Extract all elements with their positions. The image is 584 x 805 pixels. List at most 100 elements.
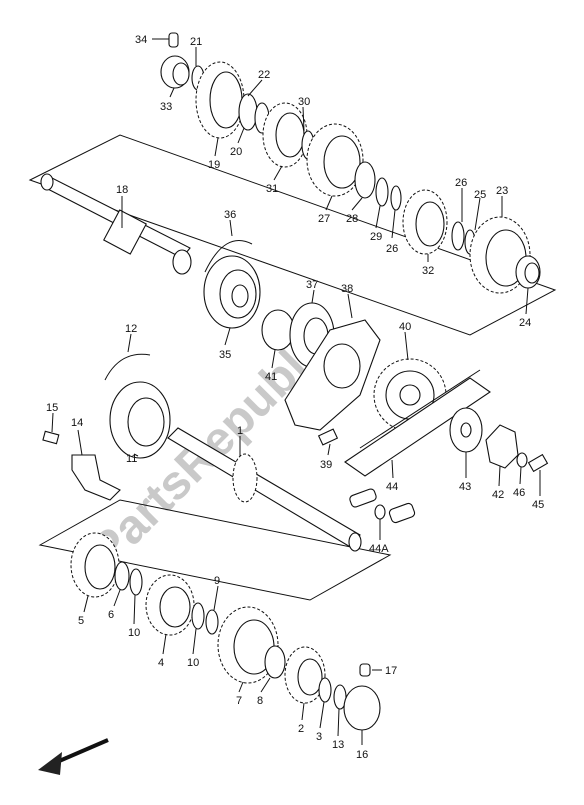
nut-42 bbox=[485, 424, 519, 469]
chain-links bbox=[344, 377, 491, 477]
gear-31-face bbox=[275, 112, 305, 158]
leader-15 bbox=[51, 412, 54, 433]
label-30: 30 bbox=[298, 96, 310, 108]
sprocket-bore bbox=[399, 384, 421, 406]
leader-25 bbox=[474, 197, 481, 231]
retainer-plate-38-hole bbox=[323, 343, 361, 389]
label-41: 41 bbox=[265, 371, 277, 383]
leader-19 bbox=[214, 137, 219, 157]
leader-10b bbox=[192, 628, 197, 655]
bushing-28 bbox=[354, 161, 376, 199]
label-34: 34 bbox=[135, 34, 147, 46]
label-27: 27 bbox=[318, 213, 330, 225]
leader-3 bbox=[319, 701, 325, 729]
leader-4 bbox=[162, 633, 167, 655]
label-21: 21 bbox=[190, 36, 202, 48]
label-14: 14 bbox=[71, 417, 83, 429]
bushing-24-inner bbox=[524, 262, 540, 284]
label-9: 9 bbox=[214, 575, 220, 587]
countershaft-end-right bbox=[172, 249, 192, 275]
countershaft-18 bbox=[40, 173, 192, 275]
label-12: 12 bbox=[125, 323, 137, 335]
front-arrow-head bbox=[38, 752, 62, 775]
circlip-10a bbox=[129, 568, 143, 596]
leader-28 bbox=[351, 197, 363, 211]
label-24: 24 bbox=[519, 317, 531, 329]
washer-9 bbox=[205, 609, 219, 635]
gear-2-face bbox=[297, 658, 323, 696]
leader-41 bbox=[271, 349, 276, 369]
leader-22 bbox=[247, 79, 263, 97]
label-4: 4 bbox=[158, 657, 164, 669]
label-42: 42 bbox=[492, 489, 504, 501]
gear-32-face bbox=[415, 201, 445, 247]
leader-9 bbox=[213, 585, 219, 611]
chain-line bbox=[359, 369, 481, 449]
washer-29 bbox=[375, 177, 389, 207]
label-26b: 26 bbox=[455, 177, 467, 189]
label-46: 46 bbox=[513, 487, 525, 499]
label-26a: 26 bbox=[386, 243, 398, 255]
front-arrow bbox=[38, 738, 109, 775]
leader-39 bbox=[327, 443, 331, 456]
countershaft-end-left bbox=[40, 173, 54, 191]
leader-7 bbox=[238, 681, 244, 693]
gear-19-face bbox=[209, 71, 243, 129]
circlip-26 bbox=[390, 185, 402, 211]
label-6: 6 bbox=[108, 609, 114, 621]
driveshaft-frame bbox=[38, 499, 392, 601]
label-13: 13 bbox=[332, 739, 344, 751]
stopper-14 bbox=[71, 454, 121, 501]
gear-4-face bbox=[159, 586, 191, 628]
circlip-36 bbox=[204, 240, 253, 273]
bearing-35-group bbox=[203, 240, 261, 329]
label-44a: 44A bbox=[369, 543, 389, 555]
leader-12 bbox=[127, 333, 132, 353]
collar-20 bbox=[238, 93, 258, 131]
upper-gear-train bbox=[160, 32, 541, 294]
label-5: 5 bbox=[78, 615, 84, 627]
lower-gear-train bbox=[70, 532, 381, 731]
chain-44 bbox=[344, 369, 491, 477]
bearing-16 bbox=[343, 685, 381, 731]
spacer-41 bbox=[261, 309, 295, 351]
leader-6 bbox=[113, 589, 121, 607]
label-39: 39 bbox=[320, 459, 332, 471]
leader-27 bbox=[325, 195, 333, 211]
leader-46 bbox=[519, 466, 522, 485]
driveshaft-end bbox=[348, 532, 362, 552]
leader-38 bbox=[347, 293, 353, 319]
leader-33 bbox=[169, 87, 175, 98]
joint-link bbox=[388, 502, 416, 524]
label-32: 32 bbox=[422, 265, 434, 277]
label-1: 1 bbox=[237, 425, 243, 437]
leader-2 bbox=[301, 702, 305, 721]
leader-10a bbox=[133, 594, 136, 625]
leader-30 bbox=[302, 106, 305, 132]
pin-34 bbox=[168, 32, 179, 48]
leader-13 bbox=[337, 708, 340, 737]
label-17: 17 bbox=[385, 665, 397, 677]
label-8: 8 bbox=[257, 695, 263, 707]
bearing-11-race bbox=[127, 397, 165, 447]
label-3: 3 bbox=[316, 731, 322, 743]
gear-27-face bbox=[323, 135, 361, 189]
label-22: 22 bbox=[258, 69, 270, 81]
label-11: 11 bbox=[126, 453, 137, 465]
driveshaft-1 bbox=[167, 427, 362, 552]
circlip-12 bbox=[104, 353, 151, 381]
label-29: 29 bbox=[370, 231, 382, 243]
label-35: 35 bbox=[219, 349, 231, 361]
circlip-10b bbox=[191, 602, 205, 630]
label-31: 31 bbox=[266, 183, 278, 195]
bearing-35-bore bbox=[231, 284, 249, 308]
gear-5-face bbox=[84, 544, 116, 590]
washer-3 bbox=[318, 677, 332, 703]
label-36: 36 bbox=[224, 209, 236, 221]
leader-40 bbox=[404, 331, 409, 361]
leader-37 bbox=[311, 289, 315, 304]
label-38: 38 bbox=[341, 283, 353, 295]
washer-43-hole bbox=[460, 422, 472, 438]
